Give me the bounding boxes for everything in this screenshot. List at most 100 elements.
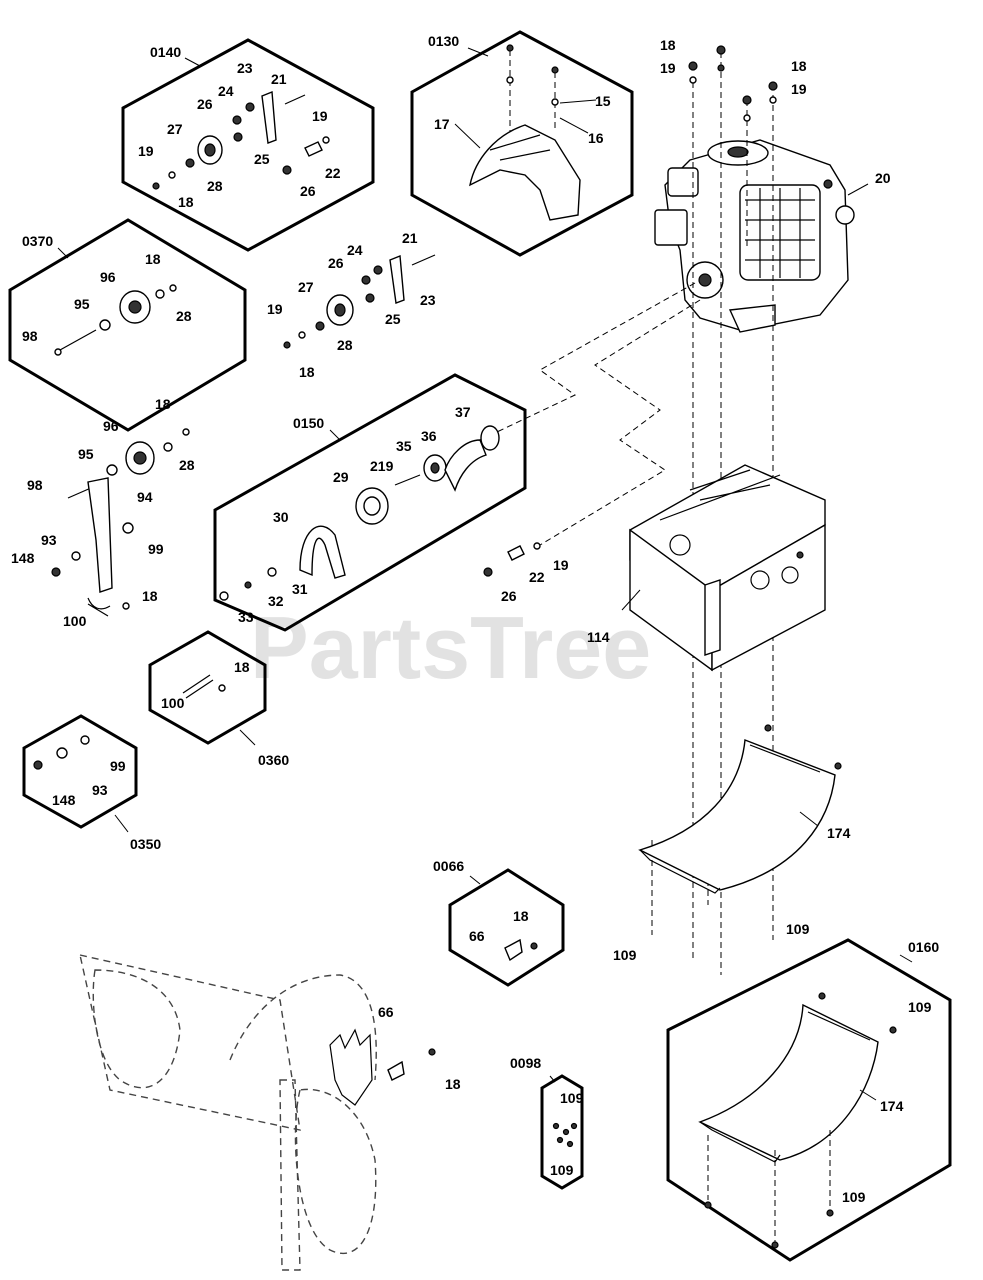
shield-drawing-kit	[698, 992, 897, 1249]
callout-100: 100	[63, 613, 87, 629]
callout-24: 24	[347, 242, 363, 258]
shield-drawing-main	[638, 724, 842, 894]
callout-23: 23	[420, 292, 436, 308]
kit-0140-label: 0140	[150, 44, 181, 60]
kit-0066-parts	[504, 938, 538, 962]
callout-100: 100	[161, 695, 185, 711]
frame-drawing	[629, 464, 826, 672]
callout-174: 174	[827, 825, 851, 841]
callout-19: 19	[267, 301, 283, 317]
callout-19: 19	[312, 108, 328, 124]
callout-19: 19	[138, 143, 154, 159]
callout-23: 23	[237, 60, 253, 76]
callout-109: 109	[613, 947, 637, 963]
kit-0160-outline	[666, 938, 952, 1262]
callout-18: 18	[178, 194, 194, 210]
kit-0370-label: 0370	[22, 233, 53, 249]
idler-assembly-loose	[283, 254, 436, 349]
callout-26: 26	[197, 96, 213, 112]
callout-19: 19	[791, 81, 807, 97]
idler-bracket-group	[51, 428, 190, 617]
callout-98: 98	[22, 328, 38, 344]
callout-36: 36	[421, 428, 437, 444]
callout-148: 148	[52, 792, 76, 808]
watermark-text: PartsTree	[250, 598, 651, 697]
callout-28: 28	[179, 457, 195, 473]
callout-31: 31	[292, 581, 308, 597]
callout-99: 99	[110, 758, 126, 774]
kit-0360-outline	[148, 630, 267, 745]
callout-17: 17	[434, 116, 450, 132]
callout-26: 26	[300, 183, 316, 199]
callout-20: 20	[875, 170, 891, 186]
kit-0370-outline	[8, 218, 247, 432]
callout-25: 25	[254, 151, 270, 167]
kit-0360-parts	[182, 674, 226, 699]
callout-94: 94	[137, 489, 153, 505]
callout-28: 28	[207, 178, 223, 194]
callout-18: 18	[142, 588, 158, 604]
callout-109: 109	[842, 1189, 866, 1205]
kit-0370-parts	[54, 284, 177, 356]
callout-19: 19	[553, 557, 569, 573]
callout-15: 15	[595, 93, 611, 109]
kit-0066-outline	[448, 868, 565, 987]
callout-18: 18	[445, 1076, 461, 1092]
callout-26: 26	[328, 255, 344, 271]
callout-19: 19	[660, 60, 676, 76]
callout-22: 22	[529, 569, 545, 585]
kit-0360-label: 0360	[258, 752, 289, 768]
callout-18: 18	[145, 251, 161, 267]
callout-18: 18	[155, 396, 171, 412]
callout-18: 18	[660, 37, 676, 53]
callout-28: 28	[176, 308, 192, 324]
callout-16: 16	[588, 130, 604, 146]
callout-219: 219	[370, 458, 394, 474]
callout-18: 18	[234, 659, 250, 675]
kit-0160-label: 0160	[908, 939, 939, 955]
callout-29: 29	[333, 469, 349, 485]
callout-114: 114	[587, 629, 610, 645]
callout-30: 30	[273, 509, 289, 525]
callout-98: 98	[27, 477, 43, 493]
callout-66: 66	[378, 1004, 394, 1020]
callout-25: 25	[385, 311, 401, 327]
kit-0140-outline	[121, 38, 375, 252]
auger-housing-ghost	[79, 954, 436, 1271]
kit-0150-parts	[219, 425, 500, 601]
callout-27: 27	[298, 279, 314, 295]
callout-96: 96	[100, 269, 116, 285]
kit-0130-label: 0130	[428, 33, 459, 49]
callout-109: 109	[550, 1162, 574, 1178]
callout-148: 148	[11, 550, 35, 566]
kit-0150-outline	[213, 373, 527, 632]
callout-96: 96	[103, 418, 119, 434]
callout-95: 95	[78, 446, 94, 462]
callout-32: 32	[268, 593, 284, 609]
callout-18: 18	[513, 908, 529, 924]
callout-109: 109	[560, 1090, 584, 1106]
callout-37: 37	[455, 404, 471, 420]
callout-99: 99	[148, 541, 164, 557]
callout-93: 93	[92, 782, 108, 798]
kit-0098-parts	[552, 1122, 578, 1148]
spring-hardware-loose	[483, 542, 541, 577]
callout-109: 109	[908, 999, 932, 1015]
callout-95: 95	[74, 296, 90, 312]
callout-21: 21	[271, 71, 287, 87]
callout-22: 22	[325, 165, 341, 181]
callout-33: 33	[238, 609, 254, 625]
kit-0140-parts	[152, 90, 330, 190]
kit-0350-label: 0350	[130, 836, 161, 852]
kit-0130-parts	[469, 44, 581, 221]
kit-0350-outline	[22, 714, 138, 829]
kit-0098-outline	[540, 1074, 584, 1190]
callout-18: 18	[299, 364, 315, 380]
callout-174: 174	[880, 1098, 904, 1114]
callout-109: 109	[786, 921, 810, 937]
kit-0098-label: 0098	[510, 1055, 541, 1071]
callout-21: 21	[402, 230, 418, 246]
callout-35: 35	[396, 438, 412, 454]
